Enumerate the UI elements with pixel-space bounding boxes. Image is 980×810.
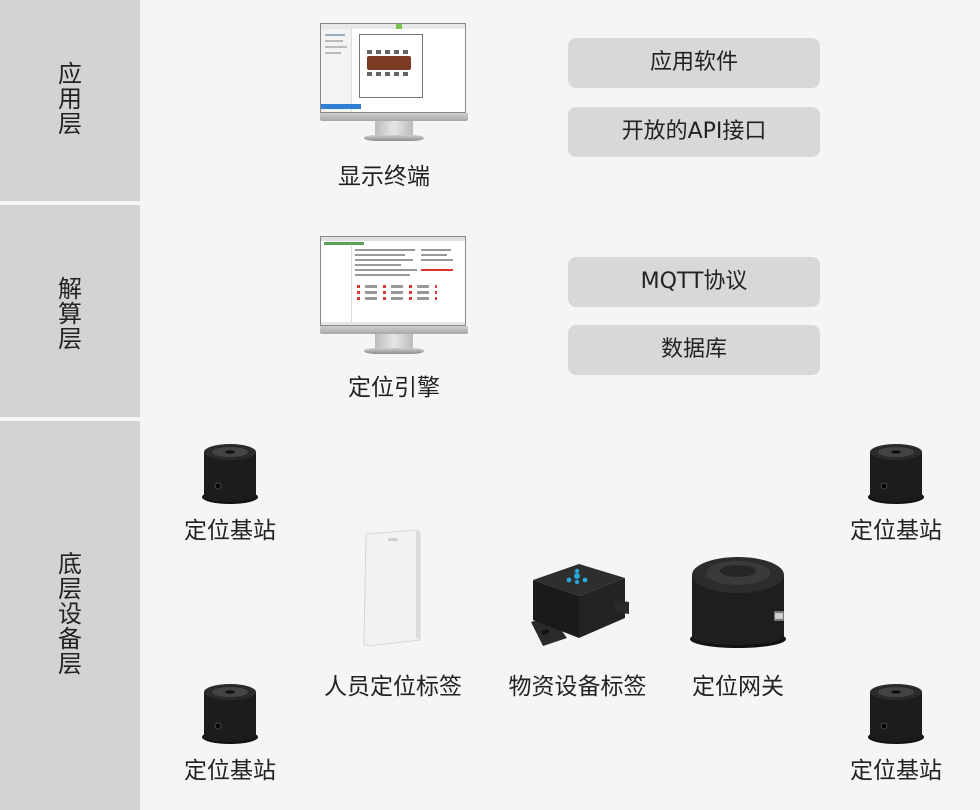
database-box: 数据库 <box>568 325 820 375</box>
base-station-caption: 定位基站 <box>184 758 276 784</box>
layer-content <box>140 0 980 201</box>
application-layer: 应用层应用层 <box>0 0 980 201</box>
monitor-stand <box>375 334 413 348</box>
monitor-bezel <box>320 113 468 121</box>
positioning-engine-caption: 定位引擎 <box>348 375 440 401</box>
display-terminal-caption: 显示终端 <box>338 164 430 190</box>
person-tag-caption: 人员定位标签 <box>324 674 462 700</box>
display-terminal-monitor <box>320 23 468 141</box>
monitor-stand <box>375 121 413 135</box>
person-tag-icon <box>363 529 421 647</box>
layer-name-computation: 解算层解算层 <box>0 277 140 352</box>
layer-name-char: 层 <box>58 110 82 138</box>
monitor-bezel <box>320 326 468 334</box>
layer-name-char: 层 <box>58 650 82 678</box>
layer-name-char: 层 <box>58 325 82 353</box>
layer-name-char: 层 <box>58 575 82 603</box>
device-layer: 底层设备层底层设备层 <box>0 421 980 810</box>
layer-name-char: 备 <box>58 625 82 653</box>
gateway-icon <box>690 557 786 648</box>
mqtt-protocol-box: MQTT协议 <box>568 257 820 307</box>
base-station-icon <box>868 684 924 744</box>
layer-label-column <box>0 205 140 417</box>
base-station-caption: 定位基站 <box>850 518 942 544</box>
layer-label-column <box>0 421 140 810</box>
gateway-caption: 定位网关 <box>692 674 784 700</box>
base-station-icon <box>202 684 258 744</box>
layer-label-column <box>0 0 140 201</box>
layer-name-char: 算 <box>58 300 82 328</box>
computation-layer: 解算层解算层 <box>0 205 980 417</box>
layer-name-device: 底层设备层底层设备层 <box>0 552 140 677</box>
base-station-icon <box>202 444 258 504</box>
monitor-base <box>364 135 424 141</box>
open-api-box: 开放的API接口 <box>568 107 820 157</box>
application-software-box: 应用软件 <box>568 38 820 88</box>
base-station-caption: 定位基站 <box>850 758 942 784</box>
asset-tag-caption: 物资设备标签 <box>508 674 647 700</box>
monitor-base <box>364 348 424 354</box>
layer-name-char: 用 <box>58 85 82 113</box>
layer-name-char: 底 <box>58 550 82 578</box>
monitor-screen <box>320 23 466 113</box>
layer-name-char: 解 <box>58 275 82 303</box>
layer-name-application: 应用层应用层 <box>0 62 140 137</box>
base-station-caption: 定位基站 <box>184 518 276 544</box>
asset-tag-icon <box>531 564 629 646</box>
monitor-screen <box>320 236 466 326</box>
base-station-icon <box>868 444 924 504</box>
positioning-engine-monitor <box>320 236 468 354</box>
layer-name-char: 应 <box>58 60 82 88</box>
layer-name-char: 设 <box>58 600 82 628</box>
layer-content <box>140 205 980 417</box>
